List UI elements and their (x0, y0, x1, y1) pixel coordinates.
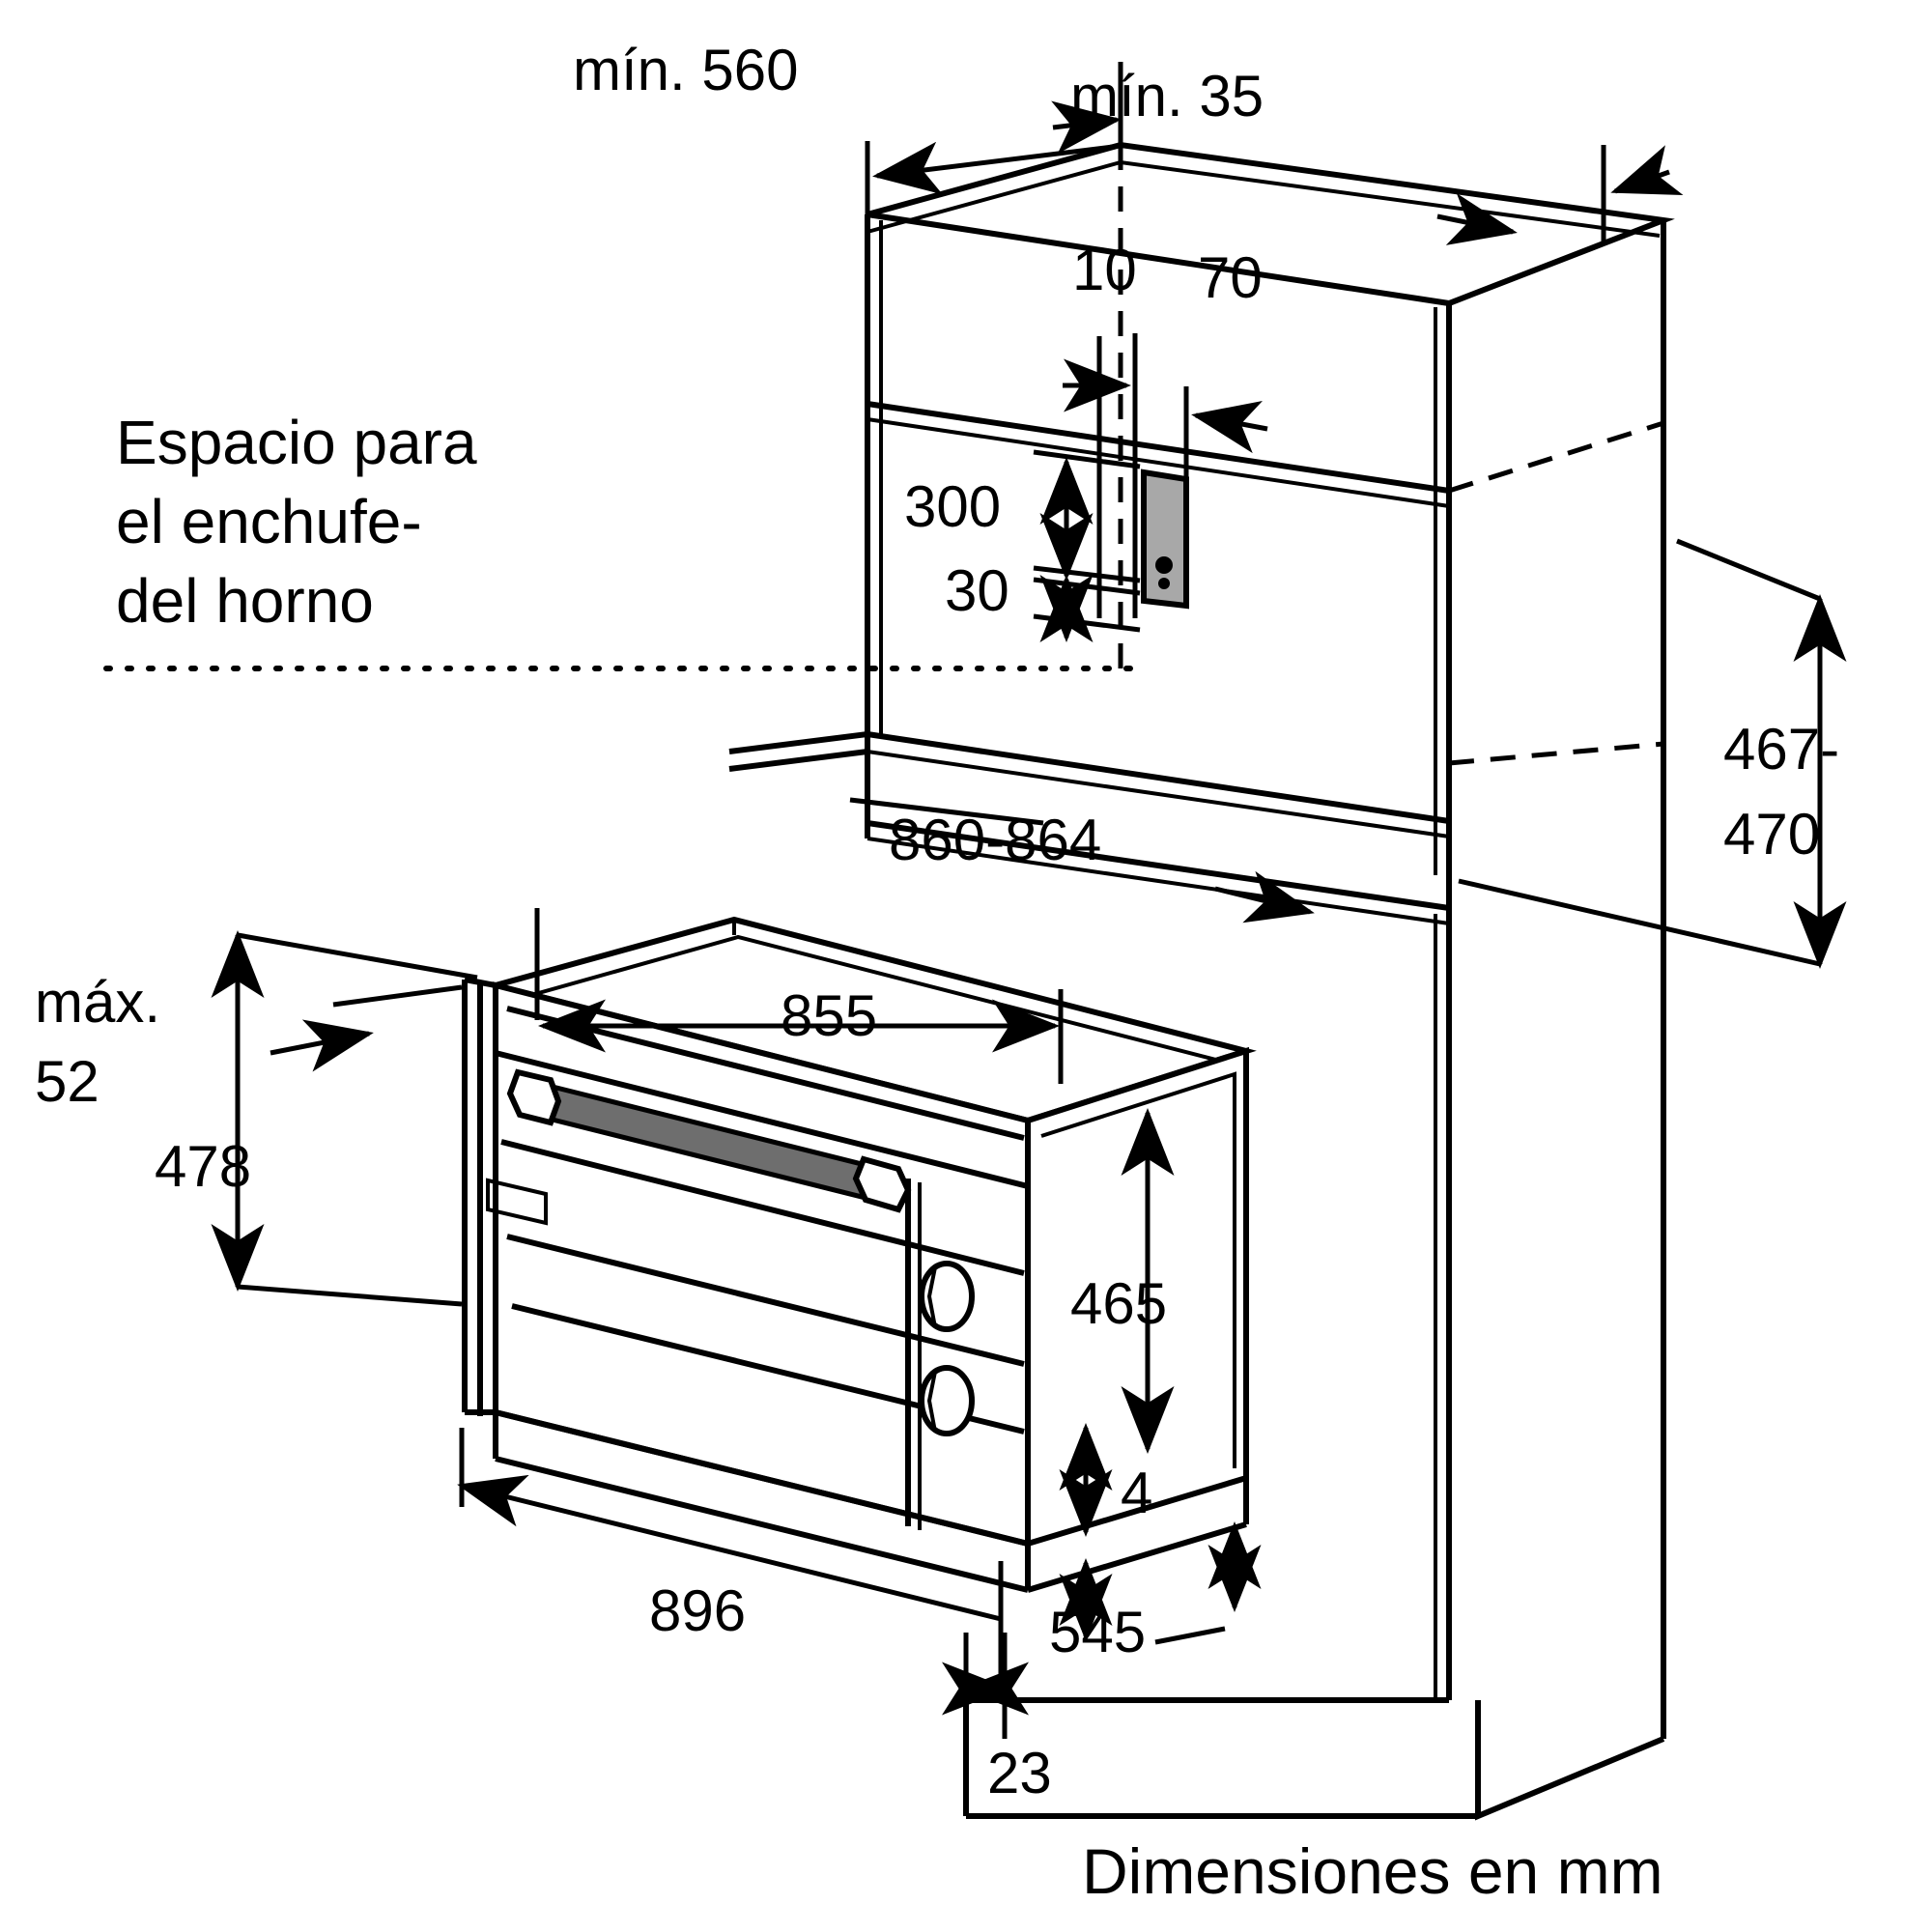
dim-espesor-puerta-23: 23 (942, 1633, 1052, 1805)
note-line-3: del horno (116, 566, 374, 636)
dim-label-10: 10 (1072, 238, 1137, 302)
dim-cuerpo-465: 465 (1070, 1108, 1175, 1454)
dim-label-545: 545 (1049, 1600, 1146, 1664)
note-line-1: Espacio para (116, 408, 477, 477)
dim-nicho-ancho-560: mín. 560 (573, 38, 1123, 251)
units-caption: Dimensiones en mm (1082, 1835, 1663, 1907)
dim-socket-10: 10 (1063, 238, 1137, 412)
dim-label-min-35: mín. 35 (1070, 64, 1264, 128)
dim-profundidad-467-470: 467- 470 (1458, 538, 1847, 969)
note-espacio-enchufe: Espacio para el enchufe- del horno (103, 408, 1143, 671)
dim-label-min-560: mín. 560 (573, 38, 798, 102)
dim-label-467: 467- (1723, 717, 1839, 781)
dim-label-896: 896 (649, 1578, 746, 1643)
dim-hueco-trasero-35: mín. 35 (1070, 64, 1684, 245)
dim-zocalo-4: 4 (1059, 1423, 1152, 1537)
oven-knob-upper (919, 1261, 975, 1332)
dim-label-70: 70 (1198, 245, 1263, 310)
note-line-2: el enchufe- (116, 487, 422, 556)
dim-altura-nicho-860-864: 860-864 (849, 797, 1315, 923)
oven-knob-lower (919, 1365, 975, 1436)
dim-label-478: 478 (155, 1134, 251, 1199)
dim-socket-70: 70 (1191, 245, 1268, 454)
dim-socket-altura-300: 300 (904, 449, 1141, 583)
oven-socket-outlet (1096, 333, 1189, 618)
dim-ancho-855: 855 (534, 908, 1064, 1084)
dim-socket-inferior-30: 30 (945, 558, 1141, 642)
dim-label-23: 23 (987, 1741, 1052, 1805)
dim-label-860-864: 860-864 (889, 808, 1101, 872)
dim-profundidad-545: 545 (1049, 1521, 1262, 1664)
dim-label-52: 52 (35, 1049, 99, 1114)
dim-altura-478: 478 (155, 930, 478, 1307)
dim-label-855: 855 (781, 983, 877, 1048)
dim-label-470: 470 (1723, 802, 1820, 867)
dim-label-465: 465 (1070, 1271, 1167, 1336)
dim-max-52: máx. 52 (35, 970, 463, 1114)
dim-label-4: 4 (1121, 1461, 1152, 1525)
cabinet-outline (728, 141, 1675, 1821)
dim-label-30: 30 (945, 558, 1009, 623)
dim-label-300: 300 (904, 474, 1001, 539)
dim-label-max: máx. (35, 970, 160, 1035)
